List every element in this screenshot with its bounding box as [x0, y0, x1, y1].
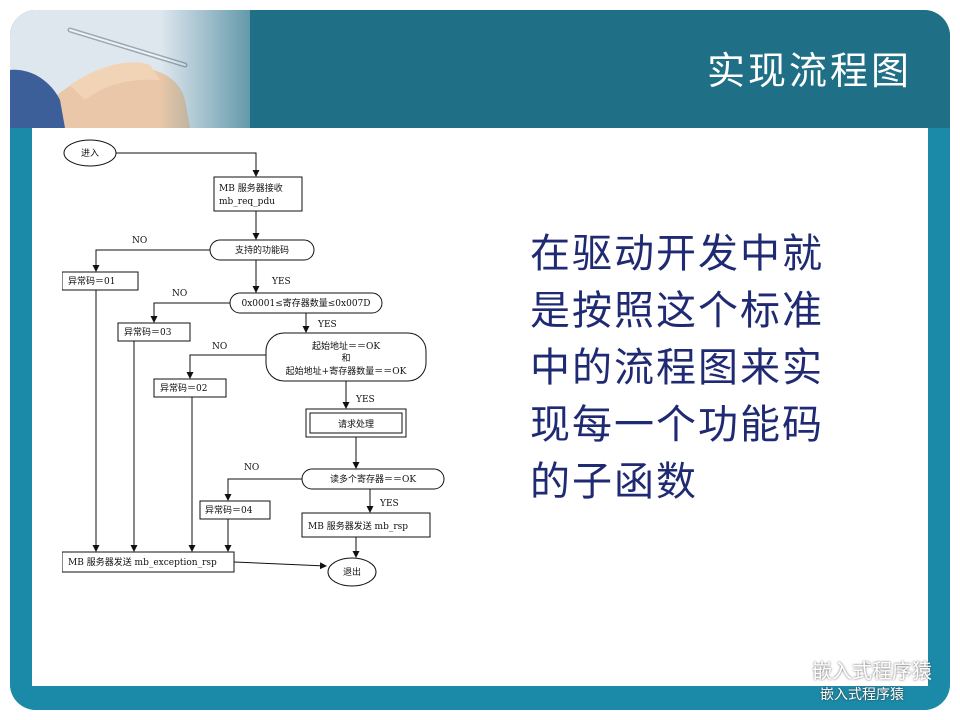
- content-area: 进入 MB 服务器接收 mb_req_pdu 支持的功能码 NO YES 异常码…: [32, 128, 928, 686]
- enter-label: 进入: [81, 148, 99, 159]
- read-label: 读多个寄存器＝＝OK: [330, 473, 416, 485]
- send-rsp-box: [301, 512, 431, 538]
- exit-label: 退出: [343, 566, 361, 578]
- receive-label-1: MB 服务器接收: [219, 182, 283, 194]
- error-box-04: [199, 500, 271, 520]
- address-label-1: 起始地址＝＝OK: [312, 340, 380, 352]
- error-02-label: 异常码＝02: [160, 382, 207, 394]
- range-label: 0x0001≤寄存器数量≤0x007D: [242, 297, 371, 309]
- modbus-flowchart: 进入 MB 服务器接收 mb_req_pdu 支持的功能码 NO YES 异常码…: [62, 139, 445, 587]
- no-arrow: [92, 249, 210, 272]
- error-box-03: [117, 322, 191, 342]
- footer-band: [10, 686, 950, 710]
- watermark-text: 嵌入式程序猿: [812, 659, 932, 683]
- error-01-label: 异常码＝01: [68, 275, 115, 287]
- yes-label: YES: [379, 499, 399, 509]
- header-bar: 实现流程图: [10, 10, 950, 128]
- side-text-line: 是按照这个标准: [530, 288, 824, 334]
- flow-arrow: [116, 152, 260, 177]
- exit-node: [327, 557, 377, 587]
- process-label: 请求处理: [338, 418, 374, 430]
- error-04-label: 异常码＝04: [205, 504, 253, 516]
- slide-title: 实现流程图: [706, 49, 912, 93]
- send-rsp-label: MB 服务器发送 mb_rsp: [308, 520, 408, 532]
- side-text-line: 中的流程图来实: [530, 345, 824, 391]
- error-03-label: 异常码＝03: [124, 326, 172, 338]
- supported-label: 支持的功能码: [235, 244, 289, 256]
- side-text-line: 在驱动开发中就: [530, 231, 824, 277]
- receive-box: [213, 176, 303, 212]
- receive-label-2: mb_req_pdu: [219, 197, 275, 207]
- send-exception-label: MB 服务器发送 mb_exception_rsp: [68, 556, 217, 568]
- side-text-line: 现每一个功能码: [530, 402, 824, 448]
- address-label-2: 和: [341, 353, 350, 364]
- flow-arrow: [233, 561, 327, 570]
- error-box-02: [153, 378, 227, 398]
- side-text: 在驱动开发中就 是按照这个标准 中的流程图来实 现每一个功能码 的子函数: [530, 226, 890, 511]
- no-arrow: [224, 478, 302, 501]
- wechat-icon: [741, 661, 772, 684]
- address-label-3: 起始地址+寄存器数量＝＝OK: [286, 365, 407, 377]
- no-label: NO: [172, 289, 187, 299]
- no-arrow: [186, 354, 266, 379]
- no-label: NO: [132, 236, 147, 246]
- side-text-line: 的子函数: [530, 459, 698, 505]
- yes-label: YES: [271, 277, 291, 287]
- no-label: NO: [244, 463, 259, 473]
- no-label: NO: [212, 342, 227, 352]
- yes-label: YES: [355, 395, 375, 405]
- error-box-01: [62, 271, 139, 291]
- watermark-text-small: 嵌入式程序猿: [820, 687, 904, 703]
- yes-label: YES: [317, 320, 337, 330]
- no-arrow: [150, 302, 230, 323]
- header-fade: [160, 10, 300, 128]
- process-box-inner: [309, 412, 403, 434]
- slide-frame: 实现流程图: [10, 10, 950, 710]
